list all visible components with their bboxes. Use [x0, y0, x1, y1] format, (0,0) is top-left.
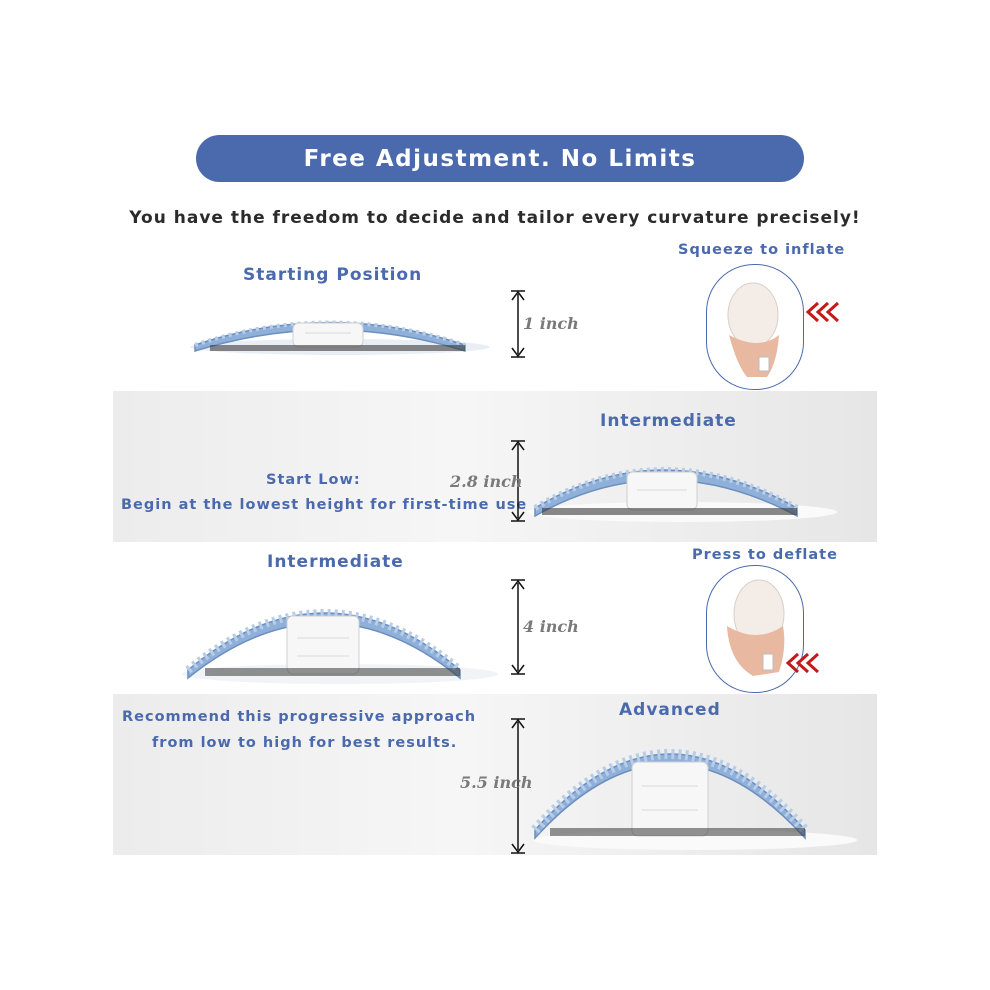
recommend-line-2: from low to high for best results.	[152, 735, 458, 751]
height-value-3: 4 inch	[523, 617, 579, 636]
height-value-1: 1 inch	[523, 314, 579, 333]
stage-label-intermediate-1: Intermediate	[600, 411, 737, 431]
height-value-4: 5.5 inch	[460, 773, 533, 792]
deflate-label: Press to deflate	[692, 547, 838, 563]
inflate-arrows-icon	[805, 301, 840, 323]
height-arrow-4	[511, 718, 525, 854]
subtitle: You have the freedom to decide and tailo…	[129, 208, 861, 228]
stretcher-image-4	[531, 749, 857, 850]
height-arrow-2	[511, 440, 525, 522]
banner-title: Free Adjustment. No Limits	[303, 145, 697, 172]
pump-bulb-icon	[727, 282, 779, 377]
stage-label-starting: Starting Position	[243, 265, 423, 285]
pump-deflate-frame	[706, 565, 804, 693]
stretcher-image-2	[527, 467, 837, 522]
start-low-title: Start Low:	[266, 472, 361, 488]
height-value-2: 2.8 inch	[450, 472, 523, 491]
stretcher-image-1	[190, 320, 490, 355]
start-low-body: Begin at the lowest height for first-tim…	[121, 497, 528, 513]
stage-label-advanced: Advanced	[619, 700, 721, 720]
height-arrow-1	[511, 290, 525, 358]
title-banner: Free Adjustment. No Limits	[196, 135, 804, 182]
stretcher-image-3	[182, 609, 498, 684]
pump-bulb-deflate-icon	[727, 579, 785, 676]
deflate-arrows-icon	[785, 652, 820, 674]
recommend-line-1: Recommend this progressive approach	[122, 709, 477, 725]
height-arrow-3	[511, 579, 525, 675]
inflate-label: Squeeze to inflate	[678, 242, 846, 258]
pump-inflate-frame	[706, 264, 804, 390]
stage-label-intermediate-2: Intermediate	[267, 552, 404, 572]
